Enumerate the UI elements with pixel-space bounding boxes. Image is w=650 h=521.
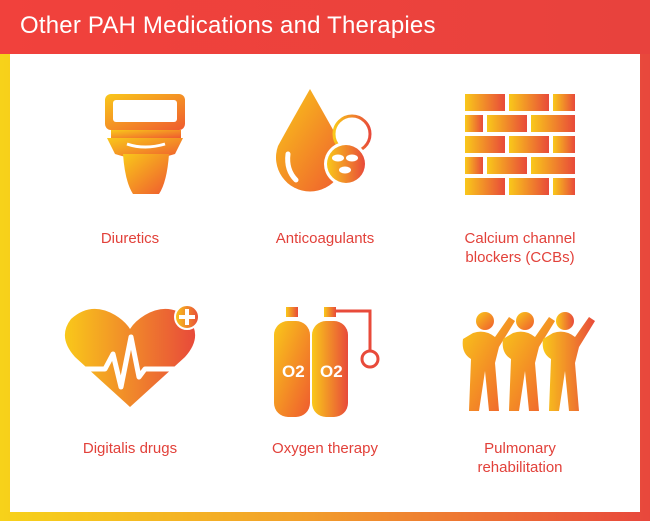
item-digitalis-drugs: Digitalis drugs xyxy=(35,299,225,469)
item-oxygen-therapy: O2 O2 Oxygen therapy xyxy=(230,299,420,469)
item-label: Anticoagulants xyxy=(275,230,375,247)
item-label: Oxygen therapy xyxy=(272,440,378,457)
stretching-people-icon xyxy=(462,312,595,411)
heart-pulse-icon xyxy=(64,304,200,407)
page-title: Other PAH Medications and Therapies xyxy=(20,12,436,39)
item-label: Calcium channel blockers (CCBs) xyxy=(464,230,576,266)
item-anticoagulants: Anticoagulants xyxy=(230,84,420,254)
item-calcium-channel-blockers: Calcium channel blockers (CCBs) xyxy=(425,84,615,274)
svg-text:O2: O2 xyxy=(282,362,305,381)
toilet-icon xyxy=(105,94,185,194)
item-label: Pulmonary rehabilitation xyxy=(477,440,563,476)
header-bar: Other PAH Medications and Therapies xyxy=(0,0,650,54)
item-label: Digitalis drugs xyxy=(82,440,178,457)
svg-text:O2: O2 xyxy=(320,362,343,381)
item-diuretics: Diuretics xyxy=(35,84,225,254)
blood-drop-pills-icon xyxy=(276,89,372,192)
brick-wall-icon xyxy=(465,94,575,195)
item-label: Diuretics xyxy=(100,230,160,247)
content-panel: Diuretics Anticoagulants Calcium chan xyxy=(10,54,640,512)
oxygen-tanks-icon: O2 O2 xyxy=(274,307,380,417)
item-pulmonary-rehabilitation: Pulmonary rehabilitation xyxy=(425,299,615,489)
